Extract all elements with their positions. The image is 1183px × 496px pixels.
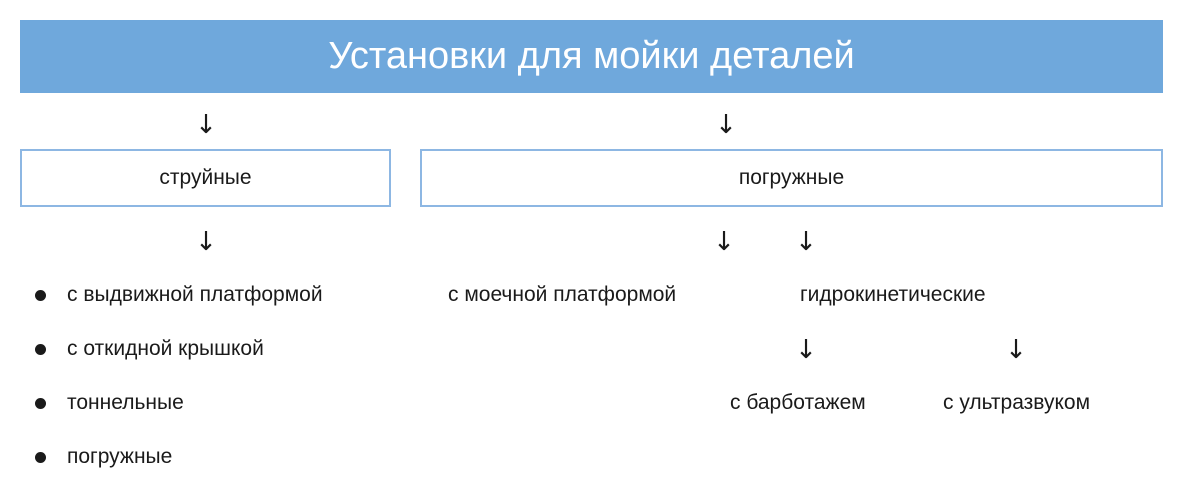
arrow-down-icon: ↓ <box>713 227 735 257</box>
arrow-down-icon: ↓ <box>795 335 817 365</box>
arrow-down-icon: ↓ <box>195 227 217 257</box>
bullet-icon <box>35 343 46 355</box>
list-item-label: тоннельные <box>67 391 184 414</box>
branch-box-jet: струйные <box>20 149 391 207</box>
bullet-icon <box>35 397 46 409</box>
arrow-down-icon: ↓ <box>795 227 817 257</box>
bullet-icon <box>35 289 46 301</box>
node-washing-platform: с моечной платформой <box>448 283 677 306</box>
bullet-icon <box>35 451 46 463</box>
list-item: с выдвижной платформой <box>30 280 323 310</box>
diagram-title: Установки для мойки деталей <box>20 20 1163 93</box>
list-item-label: с выдвижной платформой <box>67 283 323 306</box>
node-ultrasound: с ультразвуком <box>943 391 1091 414</box>
node-bubbling: с барботажем <box>730 391 866 414</box>
branch-label-immersion: погружные <box>738 166 845 189</box>
list-item: с откидной крышкой <box>30 334 323 364</box>
list-item: погружные <box>30 442 323 472</box>
arrow-down-icon: ↓ <box>1005 335 1027 365</box>
diagram-title-text: Установки для мойки деталей <box>328 35 855 77</box>
list-item: тоннельные <box>30 388 323 418</box>
branch-label-jet: струйные <box>159 166 252 189</box>
list-item-label: погружные <box>67 445 173 468</box>
node-hydrokinetic: гидрокинетические <box>800 283 986 306</box>
jet-types-list: с выдвижной платформой с откидной крышко… <box>30 280 323 496</box>
arrow-down-icon: ↓ <box>715 110 737 140</box>
arrow-down-icon: ↓ <box>195 110 217 140</box>
list-item-label: с откидной крышкой <box>67 337 264 360</box>
branch-box-immersion: погружные <box>420 149 1163 207</box>
